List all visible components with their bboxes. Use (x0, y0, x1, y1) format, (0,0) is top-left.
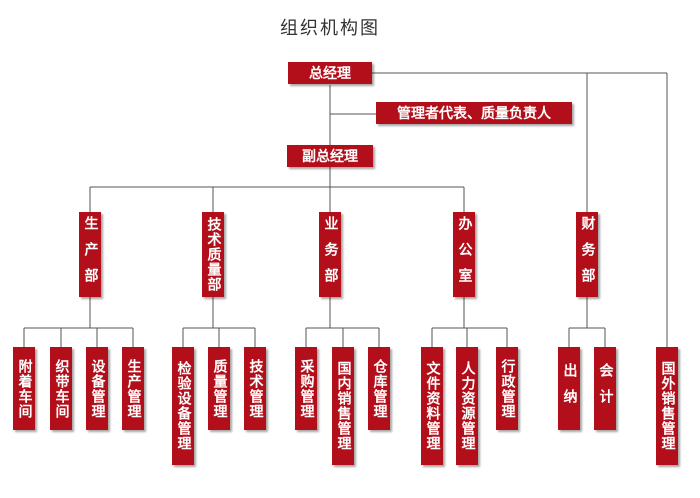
unit-technical-mgmt: 技术管理 (244, 347, 266, 430)
dept-office: 办公室 (453, 212, 475, 297)
unit-procurement-mgmt: 采购管理 (295, 347, 317, 430)
unit-domestic-sales-mgmt: 国内销售管理 (332, 347, 354, 465)
general-manager-box: 总经理 (288, 62, 372, 84)
dept-production: 生产部 (79, 212, 101, 297)
unit-attach-workshop: 附着车间 (13, 347, 35, 430)
unit-warehouse-mgmt: 仓库管理 (368, 347, 390, 430)
unit-accounting: 会计 (594, 347, 616, 430)
unit-quality-mgmt: 质量管理 (208, 347, 230, 430)
deputy-manager-box: 副总经理 (287, 145, 373, 167)
unit-webbing-workshop: 织带车间 (50, 347, 72, 430)
dept-tech-quality: 技术质量部 (202, 212, 224, 297)
unit-document-mgmt: 文件资料管理 (421, 347, 443, 465)
representative-box: 管理者代表、质量负责人 (376, 102, 572, 124)
dept-finance: 财务部 (576, 212, 598, 297)
unit-equipment-mgmt: 设备管理 (86, 347, 108, 430)
chart-title: 组织机构图 (280, 18, 380, 39)
unit-cashier: 出纳 (558, 347, 580, 430)
unit-admin-mgmt: 行政管理 (496, 347, 518, 430)
dept-foreign-sales: 国外销售管理 (656, 347, 678, 465)
unit-inspection-equipment-mgmt: 检验设备管理 (172, 347, 194, 465)
unit-hr-mgmt: 人力资源管理 (456, 347, 478, 465)
unit-production-mgmt: 生产管理 (122, 347, 144, 430)
dept-business: 业务部 (319, 212, 341, 297)
